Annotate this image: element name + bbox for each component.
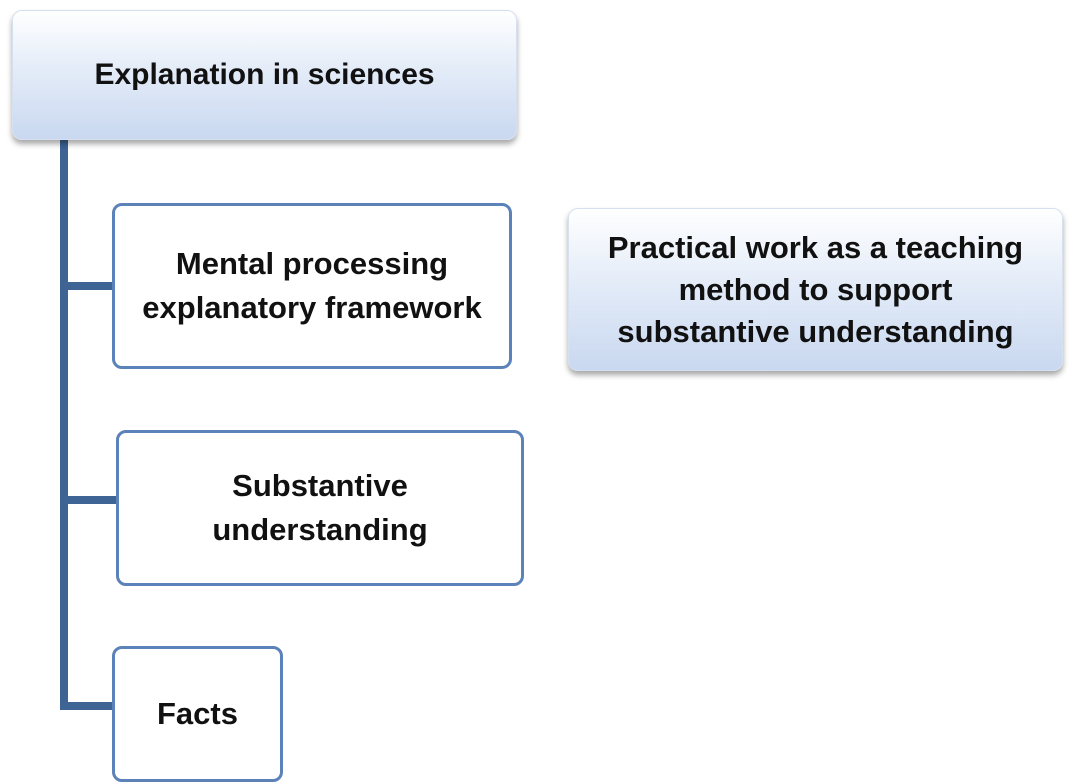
- root-node-label: Explanation in sciences: [94, 58, 435, 91]
- branch-connector-mental-processing: [60, 282, 114, 290]
- child-node-label: Mental processing explanatory framework: [142, 246, 482, 325]
- child-node-substantive-understanding: Substantive understanding: [116, 430, 524, 586]
- side-note-label: Practical work as a teaching method to s…: [607, 229, 1024, 349]
- child-node-label: Substantive understanding: [212, 468, 428, 547]
- root-node: Explanation in sciences: [12, 10, 517, 140]
- side-note-practical-work: Practical work as a teaching method to s…: [568, 208, 1063, 371]
- branch-connector-facts: [60, 702, 114, 710]
- child-node-mental-processing: Mental processing explanatory framework: [112, 203, 512, 369]
- trunk-connector: [60, 140, 68, 710]
- child-node-label: Facts: [157, 696, 238, 731]
- child-node-facts: Facts: [112, 646, 283, 782]
- branch-connector-substantive-understanding: [60, 496, 118, 504]
